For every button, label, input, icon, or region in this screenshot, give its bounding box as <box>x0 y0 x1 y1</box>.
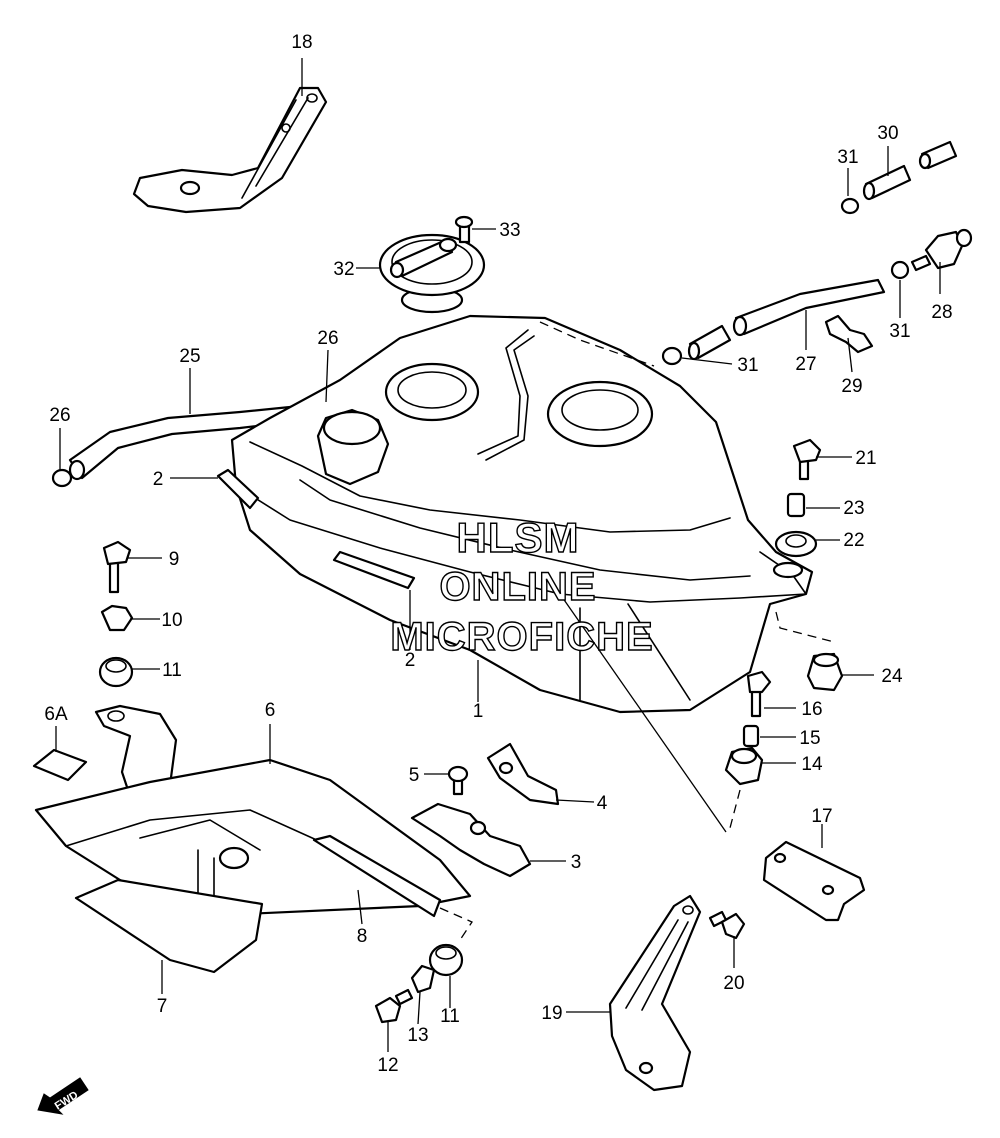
part-33-screw <box>454 215 474 244</box>
assembly-lines <box>439 321 835 941</box>
callout-23: 23 <box>843 498 864 519</box>
part-5-bolt <box>447 765 469 796</box>
callout-8: 8 <box>357 926 368 947</box>
callout-9: 9 <box>169 549 180 570</box>
callout-13: 13 <box>407 1025 428 1046</box>
part-6A-pad <box>32 748 88 782</box>
part-11-cushion <box>98 656 134 688</box>
part-14-cushion <box>724 746 764 786</box>
part-15-collar <box>742 724 760 748</box>
callout-labels: 18 33 32 31 30 31 28 31 27 29 26 25 26 2… <box>44 32 952 1076</box>
part-19-bracket <box>608 894 702 1092</box>
watermark-line3: MICROFICHE <box>390 615 653 659</box>
leader-lines <box>55 58 941 1052</box>
callout-1: 1 <box>473 701 484 722</box>
part-11-cushion-lower <box>428 943 464 977</box>
callout-15: 15 <box>799 728 820 749</box>
part-21-bolt <box>792 438 822 481</box>
part-10-collar <box>100 604 134 632</box>
callout-19: 19 <box>541 1003 562 1024</box>
callout-6: 6 <box>265 700 276 721</box>
callout-18: 18 <box>291 32 312 53</box>
part-28-valve <box>910 228 973 272</box>
part-30-tube <box>862 140 958 201</box>
callout-7: 7 <box>157 996 168 1017</box>
part-13-collar <box>410 964 436 994</box>
part-31-clamp <box>661 197 910 366</box>
callout-14: 14 <box>801 754 823 775</box>
callout-2a: 2 <box>153 469 164 490</box>
callout-21: 21 <box>855 448 876 469</box>
callout-17: 17 <box>811 806 832 827</box>
part-2-pad <box>216 468 416 590</box>
part-12-bolt <box>374 988 414 1024</box>
part-3-bracket <box>410 802 532 878</box>
callout-3: 3 <box>571 852 582 873</box>
callout-11a: 11 <box>162 660 182 681</box>
callout-11b: 11 <box>440 1006 460 1027</box>
callout-6A: 6A <box>44 704 68 725</box>
part-29-clip <box>824 314 874 354</box>
part-24-cushion <box>806 652 844 692</box>
callout-16: 16 <box>801 699 822 720</box>
part-16-bolt <box>746 670 772 718</box>
part-20-bolt <box>708 910 746 940</box>
callout-33: 33 <box>499 220 520 241</box>
part-7-plate <box>74 878 264 974</box>
callout-31a: 31 <box>837 147 858 168</box>
part-32-pump-cap <box>378 233 486 314</box>
callout-27: 27 <box>795 354 816 375</box>
watermark-line1: HLSM <box>457 514 580 561</box>
fwd-arrow-icon: FWD <box>37 1077 89 1115</box>
callout-22: 22 <box>843 530 864 551</box>
watermark: HLSM ONLINE MICROFICHE <box>390 513 654 659</box>
callout-12: 12 <box>377 1055 398 1076</box>
callout-31b: 31 <box>889 321 910 342</box>
callout-26b: 26 <box>49 405 70 426</box>
part-9-bolt <box>102 540 132 594</box>
callout-30: 30 <box>877 123 898 144</box>
watermark-line2: ONLINE <box>439 565 596 609</box>
callout-10: 10 <box>161 610 182 631</box>
part-1-fuel-tank <box>230 314 814 714</box>
part-27-hose <box>687 278 886 361</box>
callout-29: 29 <box>841 376 862 397</box>
part-8-strip <box>312 834 442 918</box>
callout-32: 32 <box>333 259 354 280</box>
callout-2b: 2 <box>405 650 416 671</box>
part-4-bracket <box>486 742 560 806</box>
callout-25: 25 <box>179 346 200 367</box>
callout-24: 24 <box>881 666 903 687</box>
part-17-plate <box>762 840 866 922</box>
callout-4: 4 <box>597 793 608 814</box>
part-18-bracket <box>132 86 328 214</box>
part-22-cushion <box>774 530 818 558</box>
part-23-collar <box>786 492 806 518</box>
callout-20: 20 <box>723 973 744 994</box>
callout-5: 5 <box>409 765 420 786</box>
callout-28: 28 <box>931 302 952 323</box>
callout-26a: 26 <box>317 328 338 349</box>
callout-31c: 31 <box>737 355 758 376</box>
